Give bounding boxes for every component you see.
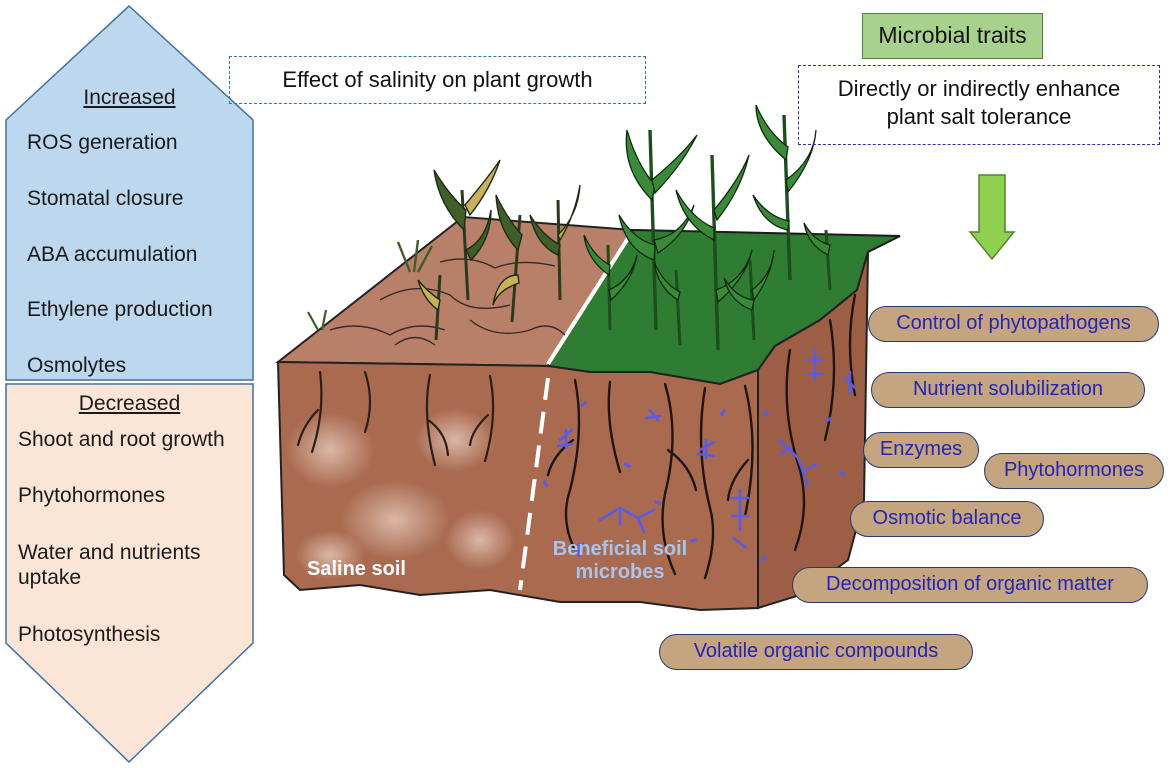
soil-mottle	[295, 530, 365, 580]
increased-item: ROS generation	[27, 131, 178, 154]
increased-item: Stomatal closure	[27, 187, 184, 210]
soil-mottle	[285, 412, 375, 488]
trait-pill: Enzymes	[863, 432, 979, 468]
stressed-plants	[307, 159, 581, 341]
front-divider	[518, 377, 550, 591]
increased-item: Osmolytes	[27, 354, 127, 377]
soil-right-face	[757, 251, 869, 610]
trait-pill: Decomposition of organic matter	[792, 567, 1148, 603]
trait-pill: Phytohormones	[984, 453, 1164, 489]
soil-mottle	[340, 480, 450, 560]
increased-item: ABA accumulation	[27, 243, 198, 266]
soil-mottle	[445, 510, 515, 570]
increased-item: Ethylene production	[27, 298, 213, 321]
decreased-heading: Decreased	[78, 392, 181, 415]
decreased-item: Photosynthesis	[18, 623, 161, 646]
decreased-item: Phytohormones	[18, 484, 166, 507]
increased-heading: Increased	[83, 86, 176, 109]
microbe-dots	[542, 400, 846, 563]
top-divider	[546, 230, 634, 366]
trait-pill: Volatile organic compounds	[659, 634, 973, 670]
saline-soil-label: Saline soil	[307, 558, 406, 580]
effect-title: Effect of salinity on plant growth	[282, 67, 593, 92]
increased-panel	[5, 4, 254, 381]
trait-pill: Osmotic balance	[850, 501, 1044, 537]
soil-mottle	[415, 408, 495, 472]
trait-pill: Control of phytopathogens	[868, 306, 1159, 342]
trait-pill: Nutrient solubilization	[871, 372, 1145, 408]
down-arrow-icon	[968, 174, 1016, 261]
soil-cracks	[329, 258, 566, 346]
microbial-description: Directly or indirectly enhance plant sal…	[837, 76, 1121, 129]
effect-title-box: Effect of salinity on plant growth	[229, 56, 646, 104]
microbial-description-box: Directly or indirectly enhance plant sal…	[798, 65, 1160, 145]
microbial-traits-title: Microbial traits	[878, 22, 1027, 48]
beneficial-roots	[546, 293, 857, 580]
microbial-traits-title-box: Microbial traits	[862, 13, 1043, 59]
microbes	[556, 348, 857, 558]
decreased-item: Water and nutrients uptake	[18, 541, 201, 589]
beneficial-microbes-label: Beneficial soil microbes	[552, 538, 688, 583]
saline-roots	[296, 370, 495, 467]
decreased-panel	[5, 383, 254, 764]
healthy-plants	[583, 104, 832, 351]
decreased-item: Shoot and root growth	[18, 428, 225, 451]
